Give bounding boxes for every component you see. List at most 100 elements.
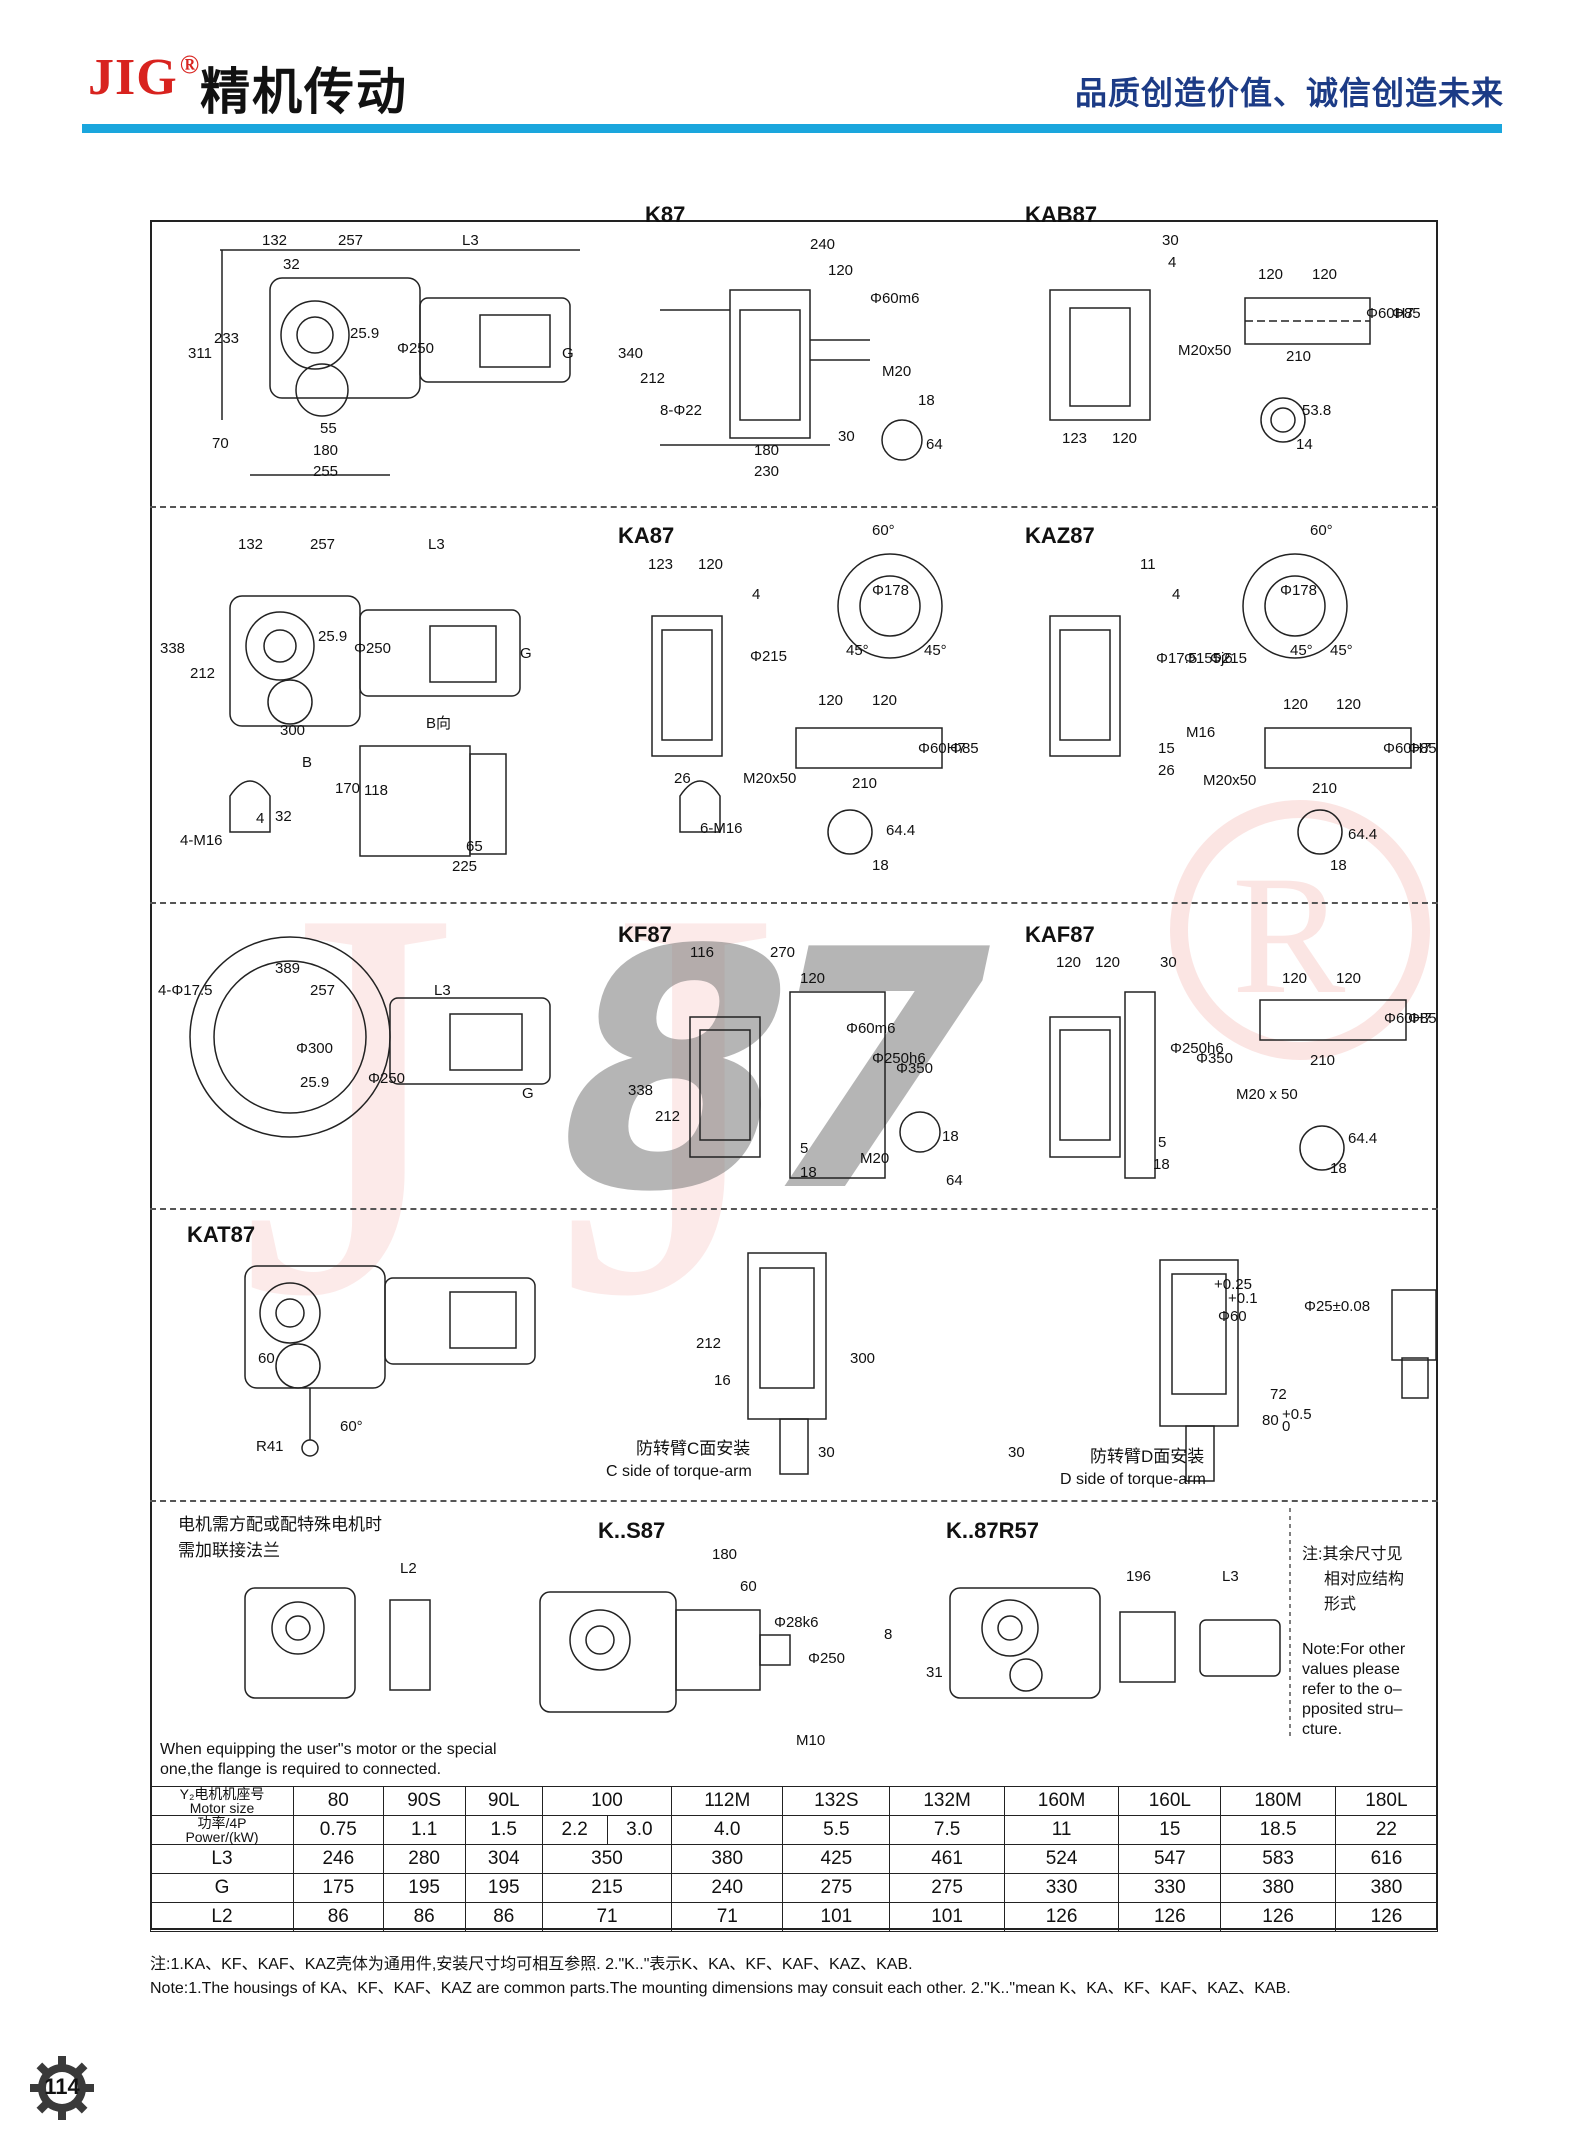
table-cell: 80	[293, 1786, 384, 1816]
dim-label: 8-Φ22	[660, 402, 702, 419]
table-cell: 330	[1118, 1873, 1222, 1903]
row-header: L3	[150, 1844, 294, 1874]
dim-label: 212	[640, 370, 666, 387]
dim-label: Φ60m6	[870, 290, 920, 307]
table-cell: 1.5	[464, 1815, 543, 1845]
row-header: L2	[150, 1902, 294, 1932]
kf87-drawings	[189, 936, 1407, 1179]
k87-side-housing	[729, 289, 811, 439]
dim-label: 311	[188, 345, 212, 362]
dim-label: Φ250h6	[872, 1050, 926, 1067]
dim-label: Φ85	[1392, 305, 1421, 322]
dim-label: 4	[256, 810, 265, 827]
dim-label: 5	[800, 1140, 809, 1157]
table-cell: 350	[541, 1844, 673, 1874]
ka87-drawings	[229, 553, 1412, 857]
table-cell: 4.0	[671, 1815, 784, 1845]
table-row: L2 86 86 86 71 71 101 101 126 126 126 12…	[150, 1902, 1439, 1932]
dim-label: G	[520, 645, 532, 662]
torque-arm-d-en: D side of torque-arm	[1060, 1471, 1206, 1488]
dim-label: 210	[1312, 780, 1338, 797]
table-cell: 132M	[889, 1786, 1005, 1816]
dim-label: Φ60H7	[918, 740, 966, 757]
table-cell: 547	[1118, 1844, 1222, 1874]
model-label-ks87: K..S87	[598, 1518, 666, 1543]
table-cell: 90S	[382, 1786, 466, 1816]
model-label-kaz87: KAZ87	[1025, 523, 1095, 548]
motor-spec-table: Y₂电机机座号 Motor size 80 90S 90L 100 112M 1…	[150, 1786, 1439, 1932]
torque-arm-d-cn: 防转臂D面安装	[1090, 1447, 1205, 1466]
dim-label: 233	[214, 330, 240, 347]
side-note-en-line: pposited stru–	[1302, 1701, 1403, 1718]
table-cell: 112M	[671, 1786, 784, 1816]
dim-label: M16	[1186, 724, 1216, 741]
dim-label: 26	[1158, 762, 1175, 779]
dim-label: 60	[258, 1350, 275, 1367]
dim-label: 15	[1158, 740, 1175, 757]
dim-label: 120	[1056, 954, 1082, 971]
dim-label: M10	[796, 1732, 826, 1749]
dim-label: 64	[946, 1172, 963, 1189]
section-divider	[150, 1208, 1438, 1210]
row-header-power: 功率/4P Power/(kW)	[150, 1815, 294, 1845]
table-cell: 246	[293, 1844, 384, 1874]
dim-label: 4	[1172, 586, 1181, 603]
dim-label: M20 x 50	[1236, 1086, 1298, 1103]
dim-label: 14	[1296, 436, 1313, 453]
table-cell: 71	[541, 1902, 673, 1932]
dim-label: 70	[212, 435, 229, 452]
table-cell: 126	[1003, 1902, 1120, 1932]
table-cell: 160M	[1003, 1786, 1120, 1816]
dim-label: 116	[690, 944, 714, 961]
table-cell: 11	[1003, 1815, 1120, 1845]
dim-label: Φ215	[1210, 650, 1247, 667]
row-header-line: 功率/4P	[197, 1815, 247, 1831]
table-cell: 380	[671, 1844, 784, 1874]
dim-label: L2	[400, 1560, 417, 1577]
kab87-housing	[1049, 289, 1151, 421]
dim-label: 180	[754, 442, 780, 459]
table-cell: 5.5	[782, 1815, 891, 1845]
dim-label: Φ215	[750, 648, 787, 665]
dim-label: Φ25±0.08	[1304, 1298, 1371, 1315]
table-cell: 15	[1118, 1815, 1222, 1845]
dim-label: 64.4	[1348, 826, 1378, 843]
table-cell: 90L	[464, 1786, 543, 1816]
dim-label: 18	[800, 1164, 817, 1181]
dim-label: 53.8	[1302, 402, 1332, 419]
dim-label: 257	[310, 536, 336, 553]
dim-label: 120	[1258, 266, 1284, 283]
side-note-en-line: refer to the o–	[1302, 1681, 1402, 1698]
table-cell: 180M	[1220, 1786, 1336, 1816]
dim-label: B向	[426, 715, 452, 732]
model-label-kf87: KF87	[618, 922, 672, 947]
dim-label: 26	[674, 770, 691, 787]
dim-label: Φ85	[1408, 1010, 1437, 1027]
dim-label: M20x50	[1203, 772, 1257, 789]
side-note-cn-line: 形式	[1324, 1596, 1357, 1613]
dim-label: 240	[810, 236, 836, 253]
dim-label: Φ60H7	[1383, 740, 1431, 757]
dim-label: 257	[310, 982, 336, 999]
table-cell: 195	[464, 1873, 543, 1903]
torque-arm-c-en: C side of torque-arm	[606, 1463, 752, 1480]
dim-label: Φ60	[1218, 1308, 1247, 1325]
table-row: G 175 195 195 215 240 275 275 330 330 38…	[150, 1873, 1439, 1903]
table-cell: 180L	[1334, 1786, 1439, 1816]
dim-label: 120	[1312, 266, 1338, 283]
dim-label: 25.9	[350, 325, 380, 342]
dim-label: 16	[714, 1372, 731, 1389]
dim-label: 170	[335, 780, 361, 797]
dim-label: 120	[828, 262, 854, 279]
k87-output-bore	[280, 300, 350, 370]
table-cell: 380	[1334, 1873, 1439, 1903]
dim-label: L3	[1222, 1568, 1239, 1585]
dim-label: 120	[1336, 970, 1362, 987]
dim-label: 31	[926, 1664, 943, 1681]
torque-arm-c-cn: 防转臂C面安装	[636, 1439, 751, 1458]
dim-label: 270	[770, 944, 796, 961]
dim-label: 212	[190, 665, 216, 682]
table-cell: 7.5	[889, 1815, 1005, 1845]
row-header-line: Motor size	[189, 1800, 255, 1816]
dim-label: 230	[754, 463, 780, 480]
